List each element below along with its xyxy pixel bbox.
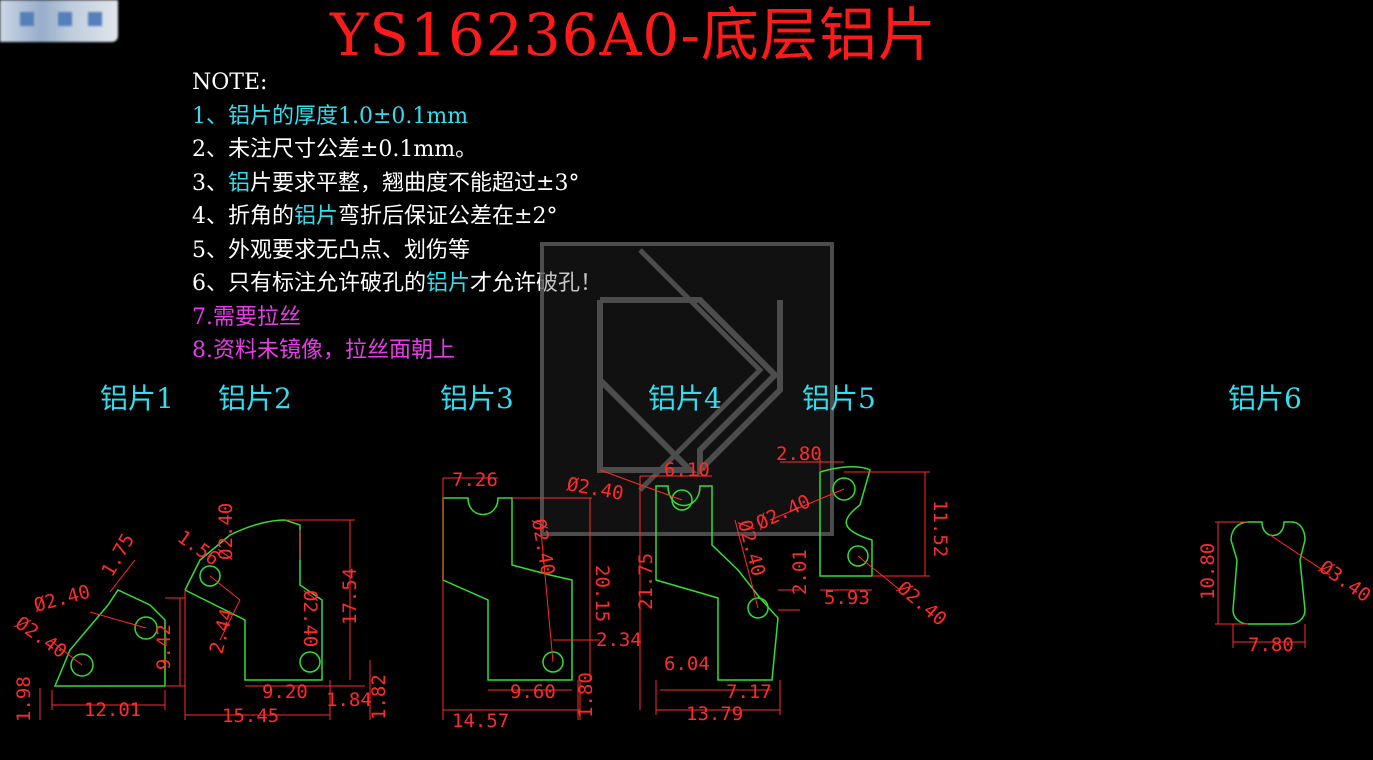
part-label-5: 铝片5 (802, 382, 876, 415)
part-1: 12.01 9.42 1.75 Ø2.40 Ø2.40 1.98 (11, 530, 185, 722)
note-8: 8.资料未镜像，拉丝面朝上 (192, 338, 455, 363)
part-4-dims (599, 469, 800, 715)
part-6-dims (1215, 521, 1331, 648)
dim-label: 9.20 (262, 681, 308, 703)
dim-label: 1.84 (326, 689, 372, 711)
notes-header: NOTE: (192, 70, 268, 95)
dim-label: 13.79 (686, 703, 743, 725)
part-3-dims (442, 477, 600, 720)
notes-block: NOTE: 1、铝片的厚度1.0±0.1mm 2、未注尺寸公差±0.1mm。 3… (192, 66, 602, 368)
note-7: 7.需要拉丝 (192, 304, 301, 330)
dim-label: 11.52 (929, 500, 951, 557)
part-3: 7.26 14.57 9.60 2.34 20.15 Ø2.40 1.80 (442, 469, 642, 732)
part-5-outline (819, 466, 873, 577)
dim-label: 21.75 (635, 553, 657, 610)
dim-label: 7.80 (1248, 634, 1294, 656)
dim-label: 9.42 (153, 624, 175, 670)
dim-label: 10.80 (1197, 543, 1219, 600)
note-4: 4、折角的铝片弯折后保证公差在±2° (192, 204, 558, 229)
part-5-dims (769, 458, 930, 591)
dim-label: Ø2.40 (32, 581, 93, 617)
part-label-4: 铝片4 (648, 382, 722, 415)
drawing-title: YS16236A0-底层铝片 (330, 1, 937, 69)
note-6: 6、只有标注允许破孔的铝片才允许破孔！ (192, 271, 603, 296)
dim-label: Ø2.40 (215, 503, 237, 560)
part-4-outline (655, 485, 779, 681)
dim-label: 2.44 (206, 606, 239, 656)
dim-label: 7.17 (726, 681, 772, 703)
note-1: 1、铝片的厚度1.0±0.1mm (192, 103, 469, 129)
dim-label: 2.80 (776, 443, 822, 465)
part-label-6: 铝片6 (1228, 382, 1302, 415)
dim-label: 15.45 (222, 705, 279, 727)
part-2-dims (184, 519, 371, 720)
note-2: 2、未注尺寸公差±0.1mm。 (192, 137, 478, 162)
blurred-logo (0, 0, 118, 42)
part-1-dims (39, 559, 185, 720)
note-5: 5、外观要求无凸点、划伤等 (192, 237, 470, 263)
dim-label: 6.04 (664, 653, 710, 675)
part-label-2: 铝片2 (218, 382, 292, 415)
part-2: 15.45 9.20 1.84 17.54 Ø2.40 Ø2.40 1.56 2… (173, 503, 390, 727)
dim-label: 20.15 (591, 565, 613, 622)
part-6: 10.80 Ø3.40 7.80 (1197, 521, 1373, 656)
dim-label: 2.34 (596, 629, 642, 651)
dim-label: 1.80 (575, 672, 597, 718)
dim-label: 1.98 (13, 676, 35, 722)
part-2-outline (184, 519, 323, 681)
dim-label: 2.01 (789, 549, 811, 595)
dim-label: 14.57 (452, 710, 509, 732)
note-3: 3、铝片要求平整，翘曲度不能超过±3° (192, 170, 580, 196)
dim-label: Ø2.40 (893, 577, 951, 631)
dim-label: Ø2.40 (11, 612, 70, 663)
dim-label: 6.10 (664, 459, 710, 481)
watermark-logo (540, 242, 834, 536)
part-3-outline (442, 497, 573, 681)
dim-label: 1.75 (97, 530, 139, 581)
dim-label: 12.01 (84, 699, 141, 721)
dim-label: 17.54 (339, 568, 361, 625)
part-label-3: 铝片3 (440, 382, 514, 415)
dim-label: 1.82 (368, 674, 390, 720)
part-6-outline (1230, 521, 1306, 625)
dim-label: Ø3.40 (1315, 556, 1373, 607)
dim-label: 9.60 (510, 681, 556, 703)
dim-label: Ø2.40 (299, 590, 321, 647)
part-label-1: 铝片1 (100, 382, 174, 415)
dim-label: 7.26 (452, 469, 498, 491)
part-1-outline (53, 589, 166, 687)
dim-label: 5.93 (824, 587, 870, 609)
